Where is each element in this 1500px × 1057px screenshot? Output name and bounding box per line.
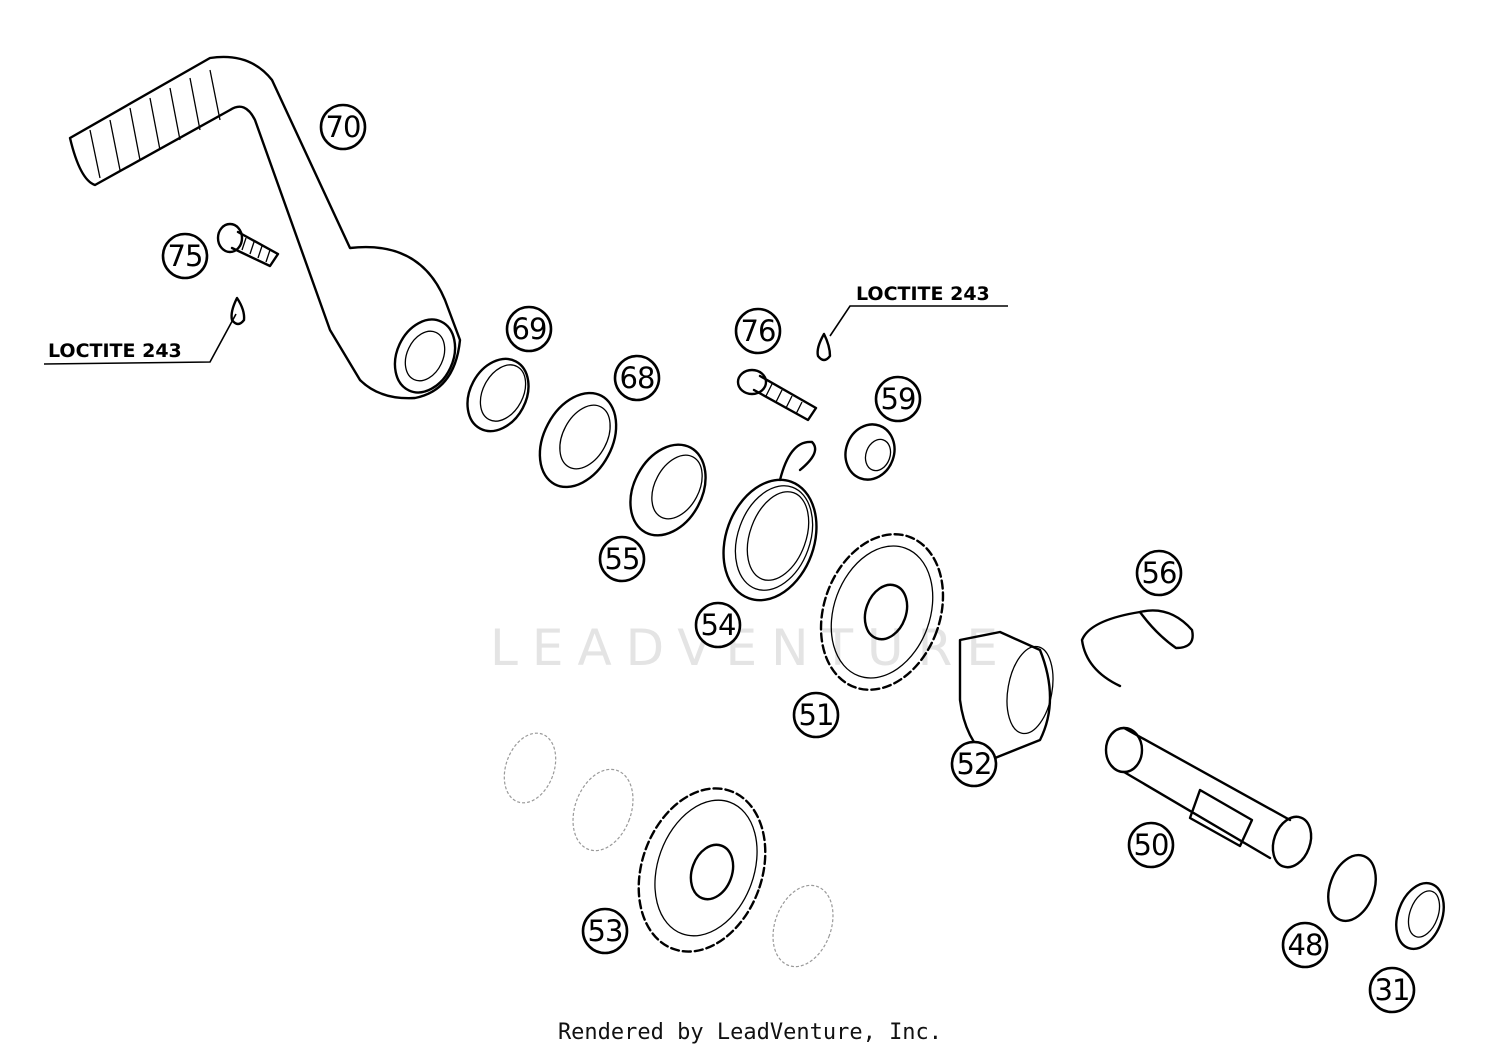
return-spring-54-part <box>722 440 818 602</box>
loctite-note-left: LOCTITE 243 <box>43 313 237 365</box>
spacer-ring-69-part <box>466 357 530 433</box>
guide-ring-55-part <box>629 443 707 537</box>
svg-text:59: 59 <box>881 382 916 416</box>
ratchet-52-part <box>958 630 1054 762</box>
svg-text:70: 70 <box>326 110 361 144</box>
callout-55: 55 <box>598 535 646 583</box>
callout-59: 59 <box>874 375 922 423</box>
svg-text:68: 68 <box>620 361 655 395</box>
optional-washers <box>503 732 834 968</box>
callout-69: 69 <box>505 305 553 353</box>
bolt-76-part <box>736 332 832 422</box>
callout-56: 56 <box>1135 549 1183 597</box>
svg-text:51: 51 <box>799 698 834 732</box>
callout-48: 48 <box>1281 921 1329 969</box>
svg-text:31: 31 <box>1375 973 1410 1007</box>
watermark: LEADVENTURE <box>490 619 1012 677</box>
svg-text:52: 52 <box>957 747 992 781</box>
callout-76: 76 <box>734 307 782 355</box>
spring-clip-56-part <box>1080 609 1194 688</box>
kick-gear-51-part <box>819 533 945 691</box>
svg-text:56: 56 <box>1142 556 1177 590</box>
svg-text:75: 75 <box>168 239 203 273</box>
svg-text:69: 69 <box>512 312 547 346</box>
callout-51: 51 <box>792 691 840 739</box>
kick-shaft-50-part <box>1104 726 1313 869</box>
callout-54: 54 <box>694 601 742 649</box>
callout-50: 50 <box>1127 821 1175 869</box>
svg-text:50: 50 <box>1134 828 1169 862</box>
svg-text:55: 55 <box>605 542 640 576</box>
bushing-59-part <box>844 423 896 481</box>
svg-text:53: 53 <box>588 914 623 948</box>
callout-68: 68 <box>613 354 661 402</box>
bolt-75-part <box>216 222 280 326</box>
svg-text:LOCTITE 243: LOCTITE 243 <box>48 340 182 362</box>
callout-52: 52 <box>950 740 998 788</box>
seal-68-part <box>538 391 618 489</box>
callout-75: 75 <box>161 232 209 280</box>
svg-text:LOCTITE 243: LOCTITE 243 <box>856 283 990 305</box>
callout-53: 53 <box>581 907 629 955</box>
idler-gear-53-part <box>637 787 767 953</box>
svg-text:54: 54 <box>701 608 736 642</box>
circlip-48-part <box>1327 853 1377 923</box>
callout-31: 31 <box>1368 966 1416 1014</box>
washer-31-part <box>1395 881 1445 951</box>
svg-text:76: 76 <box>741 314 776 348</box>
footer-credit: Rendered by LeadVenture, Inc. <box>557 1020 943 1045</box>
kick-lever-part <box>68 55 462 400</box>
svg-text:48: 48 <box>1288 928 1323 962</box>
callout-70: 70 <box>319 103 367 151</box>
loctite-note-right: LOCTITE 243 <box>829 283 1008 337</box>
